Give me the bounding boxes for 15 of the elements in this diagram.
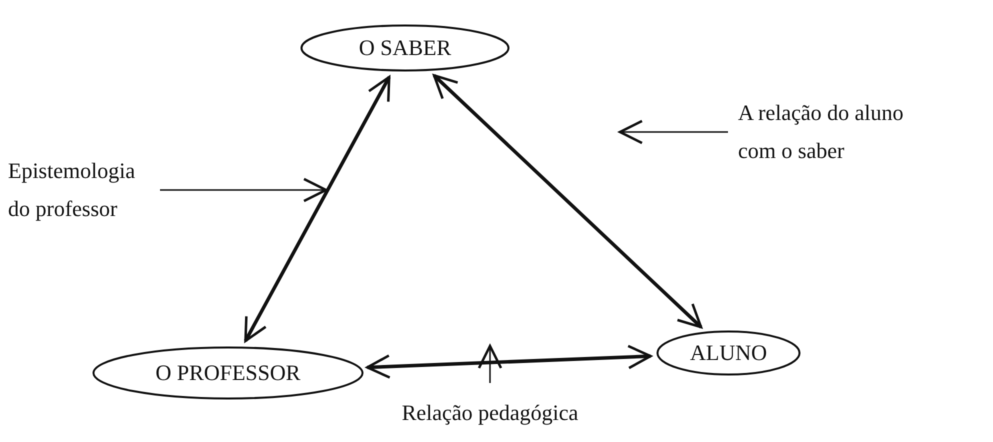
leader-arrow <box>160 178 328 202</box>
ellipse-node <box>656 330 801 376</box>
annotation-text: A relação do aluno com o saber <box>738 99 905 165</box>
node-label: ALUNO <box>689 339 768 367</box>
ellipse-node <box>300 24 510 72</box>
ellipse-node <box>92 346 364 400</box>
double-arrow <box>366 344 652 379</box>
leader-arrow <box>618 120 728 144</box>
annotation-text: Epistemologia do professor <box>8 157 136 223</box>
double-arrow <box>244 76 391 342</box>
leader-arrow <box>478 344 502 383</box>
annotation-text: Relação pedagógica <box>400 399 580 427</box>
node-label: O PROFESSOR <box>154 359 302 387</box>
node-label: O SABER <box>358 34 452 62</box>
double-arrow <box>432 74 702 328</box>
